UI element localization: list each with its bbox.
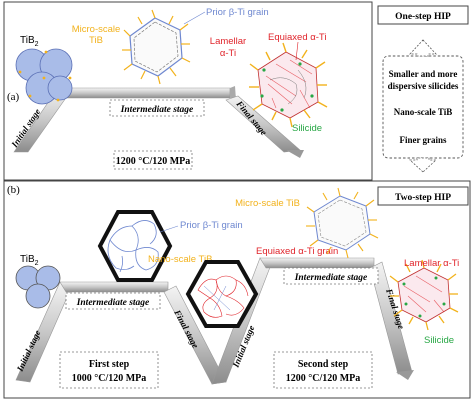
panel-a-final-grain [249,42,328,128]
benefit-nano-tib: Nano-scale TiB [394,107,452,117]
panel-a-micro-tib-line1: Micro-scale [72,24,121,35]
panel-a-micro-tib-line2: TiB [89,35,103,46]
benefit-line1: Smaller and more [389,69,458,79]
one-step-hip-box [377,5,469,25]
panel-a-frame [3,1,373,181]
panel-a-prior-beta-label: Prior β-Ti grain [206,7,269,18]
panel-b-equiaxed-grain [185,260,259,328]
panel-b-intermediate-stage-2: Intermediate stage [294,273,368,283]
panel-a-label: (a) [7,91,20,103]
second-step-box [273,351,373,389]
panel-b-equiaxed-label: Equiaxed α-Ti grain [256,246,338,257]
benefit-line2: dispersive silicides [388,81,459,91]
first-step-box [59,351,159,389]
benefit-finer-grains: Finer grains [399,135,447,145]
panel-b-beta-grain [97,210,173,282]
panel-a-tib2-label: TiB2 [20,35,39,48]
panel-b-silicide-label: Silicide [424,335,454,346]
one-step-hip-label: One-step HIP [395,12,451,22]
first-step-condition: 1000 °C/120 MPa [72,373,147,384]
panel-a-condition: 1200 °C/120 MPa [116,156,191,167]
panel-a-condition-box [113,150,193,170]
panel-a-equiaxed-label: Equiaxed α-Ti [268,32,326,43]
panel-b-intermediate-box-2 [283,267,379,285]
panel-b-label: (b) [7,184,20,196]
panel-b-tib2-particles [15,265,61,309]
benefits-down-arrow [408,157,438,173]
panel-b-nano-tib-label: Nano-scale TiB [148,254,212,265]
panel-a-tib2-particles [15,48,73,105]
panel-a-lamellar-line1: Lamellar [210,36,246,47]
panel-a-intermediate-grain [122,9,191,85]
second-step-condition: 1200 °C/120 MPa [286,373,361,384]
panel-a-silicide-label: Silicide [292,123,322,134]
panel-b-micro-tib-label: Micro-scale TiB [235,198,300,209]
panel-b-frame [3,180,471,399]
panel-a-lamellar-line2: α-Ti [220,48,236,59]
second-step-label: Second step [298,359,349,370]
panel-b-final-grain [389,259,459,331]
panel-b-second-intermediate-grain [306,187,379,259]
panel-b-prior-beta-label: Prior β-Ti grain [180,220,243,231]
panel-b-intermediate-box-1 [65,292,161,310]
benefits-up-arrow [409,39,437,57]
panel-a-process-arrows [13,86,304,158]
panel-a-intermediate-box [109,99,205,117]
two-step-hip-box [377,186,469,206]
two-step-hip-label: Two-step HIP [395,193,451,203]
panel-a-tib-dots [18,50,72,102]
panel-b-lamellar-label: Lamellar α-Ti [404,258,459,269]
panel-a-intermediate-stage: Intermediate stage [120,105,194,115]
panel-b-tib2-label: TiB2 [20,254,39,267]
benefits-box [382,55,464,159]
panel-b-intermediate-stage-1: Intermediate stage [76,298,150,308]
first-step-label: First step [89,359,130,370]
